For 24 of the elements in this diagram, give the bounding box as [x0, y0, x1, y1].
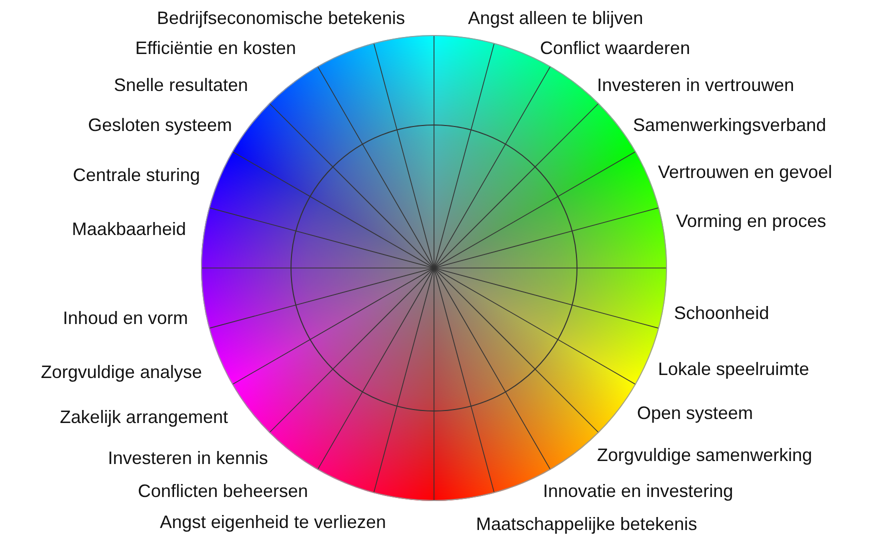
segment-label: Vorming en proces — [676, 211, 826, 231]
segment-label: Schoonheid — [674, 303, 770, 323]
segment-label: Centrale sturing — [72, 165, 200, 185]
segment-label: Angst alleen te blijven — [468, 8, 644, 28]
segment-label: Lokale speelruimte — [658, 359, 810, 379]
segment-label: Conflict waarderen — [540, 38, 690, 58]
segment-label: Maatschappelijke betekenis — [476, 514, 698, 534]
segment-label: Vertrouwen en gevoel — [658, 162, 832, 182]
segment-label: Inhoud en vorm — [62, 308, 188, 328]
segment-label: Investeren in vertrouwen — [597, 75, 794, 95]
segment-label: Investeren in kennis — [108, 448, 268, 468]
segment-label: Bedrijfseconomische betekenis — [156, 8, 405, 28]
segment-label: Zakelijk arrangement — [60, 407, 228, 427]
segment-label: Efficiëntie en kosten — [135, 38, 296, 58]
segment-label: Conflicten beheersen — [138, 481, 308, 501]
segment-label: Angst eigenheid te verliezen — [160, 512, 386, 532]
segment-label: Snelle resultaten — [114, 75, 248, 95]
segment-label: Samenwerkingsverband — [633, 115, 826, 135]
segment-label: Zorgvuldige analyse — [40, 362, 202, 382]
segment-label: Maakbaarheid — [72, 219, 186, 239]
segment-label: Zorgvuldige samenwerking — [597, 445, 812, 465]
segment-label: Gesloten systeem — [88, 115, 232, 135]
segment-label: Open systeem — [637, 403, 754, 423]
segment-label: Innovatie en investering — [543, 481, 734, 501]
